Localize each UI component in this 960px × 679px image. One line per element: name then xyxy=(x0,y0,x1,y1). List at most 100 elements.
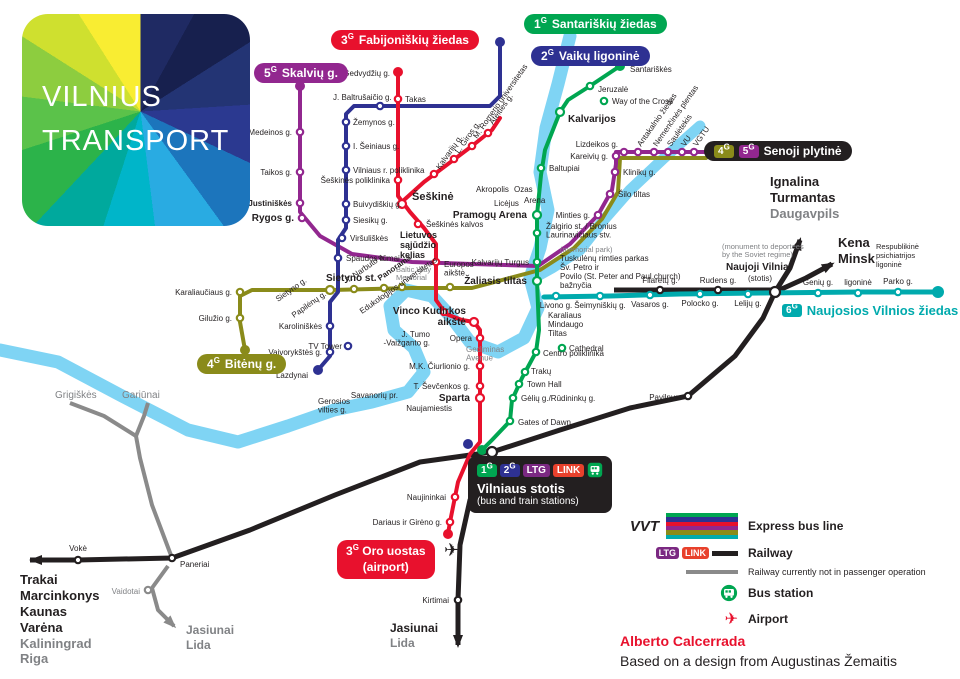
station-label: Centro poliklinika xyxy=(543,349,604,358)
line-chip: LINK xyxy=(552,463,585,477)
station-label: Genių g. xyxy=(803,278,833,287)
station-label: Gariūnai xyxy=(122,390,160,401)
station-label: Kareivių g. xyxy=(570,152,608,161)
station-dot xyxy=(695,289,705,299)
legend-airport-row: ✈ Airport xyxy=(620,609,958,629)
station-label: Gėlių g./Rūdininkų g. xyxy=(521,394,595,403)
badge-airport: 3G Oro uostas(airport) xyxy=(337,540,435,580)
station-dot xyxy=(655,285,665,295)
station-dot xyxy=(605,189,615,199)
station-label: Ozas xyxy=(514,185,533,194)
station-dot xyxy=(610,167,620,177)
legend-bus-label: Bus station xyxy=(748,586,814,600)
station-label: Karaliaučiaus g. xyxy=(175,288,232,297)
station-label: Trakų xyxy=(531,367,552,376)
station-dot xyxy=(349,284,359,294)
line-number: 3G xyxy=(341,32,354,48)
station-dot xyxy=(325,347,335,357)
station-label: Gedvydžių g. xyxy=(343,69,390,78)
station-dot xyxy=(313,365,323,375)
station-label: Karoliniškės xyxy=(279,322,322,331)
station-dot xyxy=(932,286,944,298)
legend-freight-row: Railway currently not in passenger opera… xyxy=(620,567,958,577)
ltg-chip: LTG xyxy=(655,547,679,559)
station-dot xyxy=(337,233,347,243)
vvt-stripe xyxy=(666,534,738,539)
station-dot xyxy=(645,290,655,300)
station-dot xyxy=(475,381,485,391)
station-label: Žemynos g. xyxy=(353,118,395,127)
station-label: Lazdynai xyxy=(276,371,308,380)
station-label: Lida xyxy=(390,636,415,650)
vvt-stripe xyxy=(666,513,738,518)
station-label: Šeškinės poliklinika xyxy=(321,176,391,185)
vvt-stripe xyxy=(666,521,738,526)
station-label: Polocko g. xyxy=(681,299,718,308)
line-chip: 6G xyxy=(782,302,802,317)
station-dot xyxy=(554,106,566,118)
station-dot xyxy=(333,253,343,263)
railway xyxy=(772,237,803,294)
station-label: Gates of Dawn xyxy=(518,418,571,427)
airport-icon-wrap: ✈ xyxy=(620,609,748,629)
station-label: Way of the Cross xyxy=(612,97,673,106)
line-name: Santariškių žiedas xyxy=(551,17,657,31)
vvt-stripes-icon xyxy=(666,513,738,539)
station-dot xyxy=(341,165,351,175)
airplane-icon: ✈ xyxy=(444,540,459,560)
line-number: 5G xyxy=(264,65,277,81)
station-dot xyxy=(611,151,621,161)
line-number: 1G xyxy=(534,16,547,32)
railway-freight xyxy=(134,402,150,437)
station-dot xyxy=(531,209,543,221)
freight-line-icon xyxy=(686,570,738,574)
station-dot xyxy=(297,213,307,223)
station-dot xyxy=(520,367,530,377)
line-chip: 5G xyxy=(738,143,759,158)
station-dot xyxy=(467,141,477,151)
station-dot xyxy=(595,291,605,301)
station-label: Dariaus ir Girėno g. xyxy=(373,518,442,527)
station-label: I. Šeiniaus g. xyxy=(353,142,399,151)
bus-station-icon xyxy=(720,584,738,602)
station-dot xyxy=(295,198,305,208)
railway xyxy=(773,261,835,295)
station-dot xyxy=(295,127,305,137)
station-dot xyxy=(396,198,408,210)
station-label: TV Tower xyxy=(308,342,342,351)
station-name: Vilniaus stotis xyxy=(477,481,565,496)
station-label: (memorial park) xyxy=(560,245,613,254)
line-number: 4G xyxy=(207,356,220,372)
station-dot xyxy=(431,257,441,267)
station-label: Kaunas xyxy=(20,604,67,619)
station-dot xyxy=(713,285,723,295)
station-dot xyxy=(599,96,609,106)
station-dot xyxy=(813,288,823,298)
station-label: Naujamiestis xyxy=(406,404,452,413)
station-dot xyxy=(325,321,335,331)
station-label: Sparta xyxy=(439,393,471,404)
station-label: Grigiškės xyxy=(55,390,97,401)
station-dot xyxy=(585,81,595,91)
station-dot xyxy=(557,343,567,353)
station-label: (stotis) xyxy=(748,274,772,283)
station-label: Jasiunai xyxy=(390,621,438,635)
station-label: Justiniškės xyxy=(248,199,292,208)
station-label: bažnyčia xyxy=(560,281,592,290)
station-label: Vilniaus r. poliklinika xyxy=(353,166,425,175)
station-label: Filaretų g. xyxy=(642,276,678,285)
credits: Alberto Calcerrada Based on a design fro… xyxy=(620,633,897,669)
station-dot xyxy=(531,275,543,287)
station-dot xyxy=(341,215,351,225)
station-dot xyxy=(683,391,693,401)
station-dot xyxy=(453,595,463,605)
station-dot xyxy=(768,285,782,299)
station-label: Trakai xyxy=(20,572,58,587)
